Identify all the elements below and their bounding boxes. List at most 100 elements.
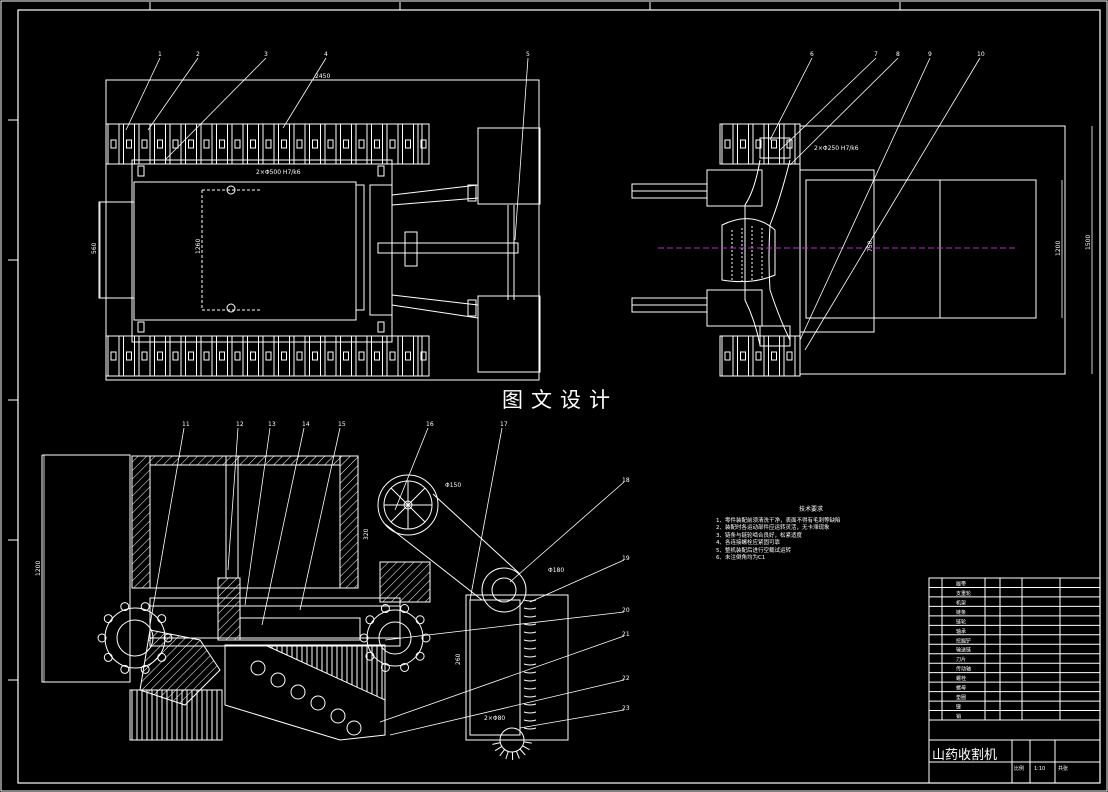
track-link	[386, 123, 399, 165]
track-pin	[203, 139, 210, 149]
sprocket-tooth	[120, 664, 130, 674]
sprocket-tooth	[157, 614, 167, 624]
conveyor-slat	[523, 687, 537, 690]
track-pin	[250, 351, 256, 361]
title-block-text: 比例 1:10 共张 履带支重轮机架链条链轮轴承挖掘铲输送链刀片传动轴螺栓螺母垫…	[956, 581, 1068, 772]
balloon: 1	[158, 51, 162, 58]
track-pin	[234, 139, 241, 149]
track-pin	[755, 351, 762, 361]
dim: 750	[867, 240, 874, 252]
track-pin	[157, 351, 163, 361]
parts-list-name: 刀片	[956, 656, 966, 663]
balloon: 12	[236, 421, 244, 428]
parts-list-name: 机架	[956, 599, 966, 606]
sprocket-tooth	[365, 615, 375, 625]
sprocket-tooth	[365, 651, 375, 661]
balloon: 15	[338, 421, 346, 428]
track-pin	[219, 351, 225, 361]
track-link	[417, 123, 430, 165]
parts-list-name: 履带	[956, 581, 966, 587]
side-view	[631, 123, 1066, 377]
conveyor-slat	[523, 615, 537, 618]
track-link	[231, 335, 244, 377]
track-link	[216, 123, 228, 165]
balloon: 7	[874, 51, 878, 58]
track-link	[169, 335, 182, 377]
track-link	[216, 335, 228, 377]
track-pin	[296, 139, 303, 149]
conveyor-slat	[523, 639, 537, 642]
track-pin	[420, 351, 427, 361]
fit: 2×Φ80	[484, 715, 505, 722]
track-pin	[343, 139, 349, 149]
sprocket-tooth	[359, 633, 369, 643]
sprocket-tooth	[380, 662, 390, 672]
track-pin	[786, 351, 793, 361]
track-link	[768, 123, 780, 165]
track-pin	[358, 351, 365, 361]
digger-tooth	[505, 751, 509, 760]
notes-line: 5、整机装配后进行空载试运转	[716, 547, 792, 554]
parts-list-name: 销	[956, 713, 961, 720]
balloon: 18	[622, 477, 630, 484]
notes-heading: 技术要求	[798, 506, 823, 513]
title-block	[928, 577, 1101, 784]
sprocket-tooth	[140, 602, 150, 612]
conveyor-slat	[523, 719, 537, 722]
track-link	[355, 335, 368, 377]
conveyor-slat	[523, 711, 537, 714]
track-pin	[724, 351, 731, 361]
track-link	[278, 335, 290, 377]
parts-list-name: 支重轮	[956, 590, 971, 597]
plan-view	[98, 79, 541, 381]
track-link	[185, 335, 197, 377]
track-pin	[172, 139, 179, 149]
track-pin	[405, 351, 411, 361]
sprocket-tooth	[421, 633, 431, 643]
scale-value: 1:10	[1034, 766, 1045, 772]
conveyor-slat	[523, 647, 537, 650]
parts-list-name: 垫圈	[956, 694, 966, 701]
lower-track	[105, 335, 430, 377]
track-pin	[312, 139, 318, 149]
track-link	[138, 335, 151, 377]
track-pin	[126, 139, 132, 149]
track-link	[154, 335, 166, 377]
track-link	[278, 123, 290, 165]
conveyor-slat	[523, 727, 537, 730]
fit: Φ150	[445, 482, 461, 489]
track-pin	[281, 351, 287, 361]
track-pin	[389, 351, 396, 361]
notes-line: 2、装配时各运动部件应运转灵活，无卡滞现象	[716, 525, 830, 531]
dim: 1260	[195, 239, 202, 254]
digger-tooth	[522, 745, 530, 751]
parts-list-name: 链轮	[956, 618, 966, 625]
track-pin	[141, 139, 148, 149]
track-link	[752, 335, 765, 377]
track-link	[138, 123, 151, 165]
digger-tooth	[494, 746, 503, 752]
parts-list-name: 链条	[956, 609, 966, 616]
track-pin	[265, 139, 272, 149]
track-link	[737, 335, 749, 377]
scale-label: 比例	[1014, 765, 1024, 772]
conveyor-slat	[523, 599, 537, 602]
track-link	[371, 335, 383, 377]
notes-line: 6、未注倒角均为C1	[716, 555, 766, 561]
balloon: 2	[196, 51, 200, 58]
track-pin	[110, 351, 117, 361]
track-pin	[188, 351, 194, 361]
track-link	[309, 123, 321, 165]
conveyor-slat	[523, 655, 537, 658]
dim: 560	[91, 242, 98, 254]
parts-list-name: 轴承	[956, 628, 966, 635]
balloon: 8	[896, 51, 900, 58]
track-pin	[250, 139, 256, 149]
balloon: 21	[622, 631, 630, 638]
track-pin	[771, 351, 777, 361]
track-link	[107, 335, 120, 377]
track-link	[324, 123, 337, 165]
sprocket-tooth	[400, 604, 410, 614]
